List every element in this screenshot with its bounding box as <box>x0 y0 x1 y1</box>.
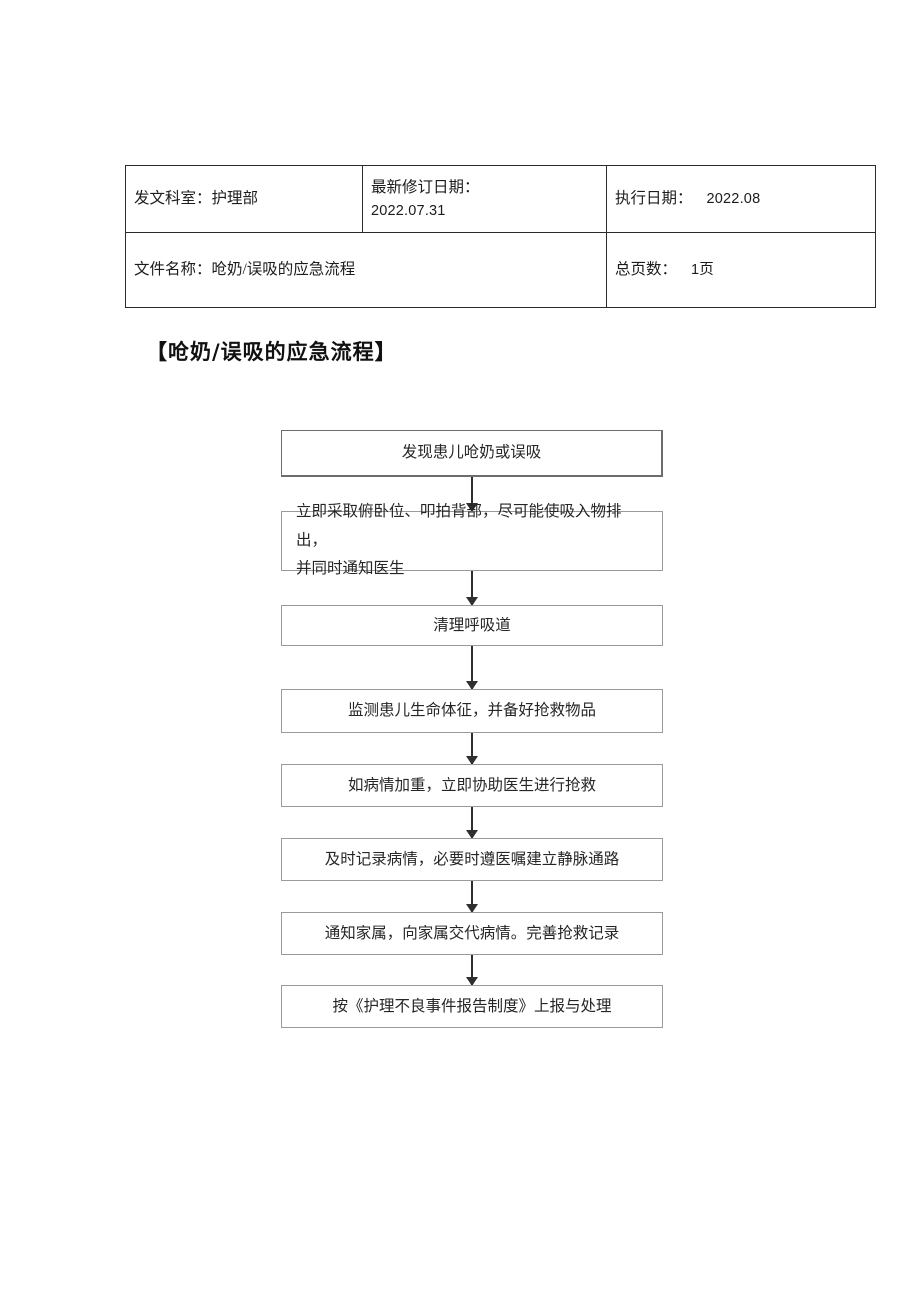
arrow-down-icon <box>471 733 473 764</box>
cell-revision-date: 最新修订日期： 2022.07.31 <box>362 165 607 233</box>
flow-step-2: 立即采取俯卧位、叩拍背部，尽可能使吸入物排出， 并同时通知医生 <box>281 503 663 577</box>
flow-step-3-label: 清理呼吸道 <box>433 616 511 634</box>
arrow-down-icon <box>471 477 473 511</box>
cell-document-name: 文件名称：呛奶/误吸的应急流程 <box>125 232 607 308</box>
flow-step-5: 如病情加重，立即协助医生进行抢救 <box>281 764 663 807</box>
arrow-down-icon <box>471 807 473 838</box>
flow-step-8: 按《护理不良事件报告制度》上报与处理 <box>281 985 663 1028</box>
document-name-text: 文件名称：呛奶/误吸的应急流程 <box>134 260 356 278</box>
flow-arrow-7 <box>281 955 663 985</box>
flow-step-3: 清理呼吸道 <box>281 605 663 646</box>
cell-total-pages: 总页数： 1页 <box>606 232 876 308</box>
flow-arrow-5 <box>281 807 663 838</box>
flow-arrow-3 <box>281 646 663 689</box>
revision-date-label: 最新修订日期： <box>371 178 480 196</box>
flow-step-7: 通知家属，向家属交代病情。完善抢救记录 <box>281 912 663 955</box>
table-row: 发文科室：护理部 最新修订日期： 2022.07.31 执行日期： 2022.08 <box>125 165 876 233</box>
flow-arrow-1 <box>281 477 663 511</box>
flow-step-1: 发现患儿呛奶或误吸 <box>281 430 663 477</box>
flow-arrow-6 <box>281 881 663 912</box>
arrow-down-icon <box>471 571 473 605</box>
page-title: 【呛奶/误吸的应急流程】 <box>146 340 397 364</box>
flow-step-1-label: 发现患儿呛奶或误吸 <box>401 444 542 462</box>
emergency-flowchart: 发现患儿呛奶或误吸 立即采取俯卧位、叩拍背部，尽可能使吸入物排出， 并同时通知医生… <box>281 430 663 1028</box>
document-info-table: 发文科室：护理部 最新修订日期： 2022.07.31 执行日期： 2022.08… <box>125 165 876 308</box>
total-pages-value: 1页 <box>691 261 714 278</box>
arrow-down-icon <box>471 881 473 912</box>
flow-step-2-line2: 并同时通知医生 <box>296 560 405 578</box>
flow-step-5-label: 如病情加重，立即协助医生进行抢救 <box>347 776 596 794</box>
arrow-down-icon <box>471 646 473 689</box>
cell-issuing-department: 发文科室：护理部 <box>125 165 363 233</box>
flow-step-4-label: 监测患儿生命体征，并备好抢救物品 <box>347 702 596 720</box>
flow-step-6: 及时记录病情，必要时遵医嘱建立静脉通路 <box>281 838 663 881</box>
table-row: 文件名称：呛奶/误吸的应急流程 总页数： 1页 <box>125 232 876 308</box>
flow-arrow-2 <box>281 571 663 605</box>
flow-step-2-label: 立即采取俯卧位、叩拍背部，尽可能使吸入物排出， 并同时通知医生 <box>296 498 652 584</box>
flow-arrow-4 <box>281 733 663 764</box>
flow-step-6-label: 及时记录病情，必要时遵医嘱建立静脉通路 <box>324 850 620 868</box>
effective-date-value: 2022.08 <box>706 190 761 207</box>
revision-date-value: 2022.07.31 <box>371 202 446 219</box>
effective-date-label: 执行日期： <box>615 189 693 207</box>
flow-step-7-label: 通知家属，向家属交代病情。完善抢救记录 <box>324 924 620 942</box>
flow-step-4: 监测患儿生命体征，并备好抢救物品 <box>281 689 663 733</box>
total-pages-label: 总页数： <box>615 260 678 278</box>
cell-effective-date: 执行日期： 2022.08 <box>606 165 876 233</box>
flow-step-8-label: 按《护理不良事件报告制度》上报与处理 <box>332 997 612 1015</box>
issuing-department-text: 发文科室：护理部 <box>134 189 259 207</box>
arrow-down-icon <box>471 955 473 985</box>
flow-step-2-line1: 立即采取俯卧位、叩拍背部，尽可能使吸入物排出， <box>296 503 622 549</box>
